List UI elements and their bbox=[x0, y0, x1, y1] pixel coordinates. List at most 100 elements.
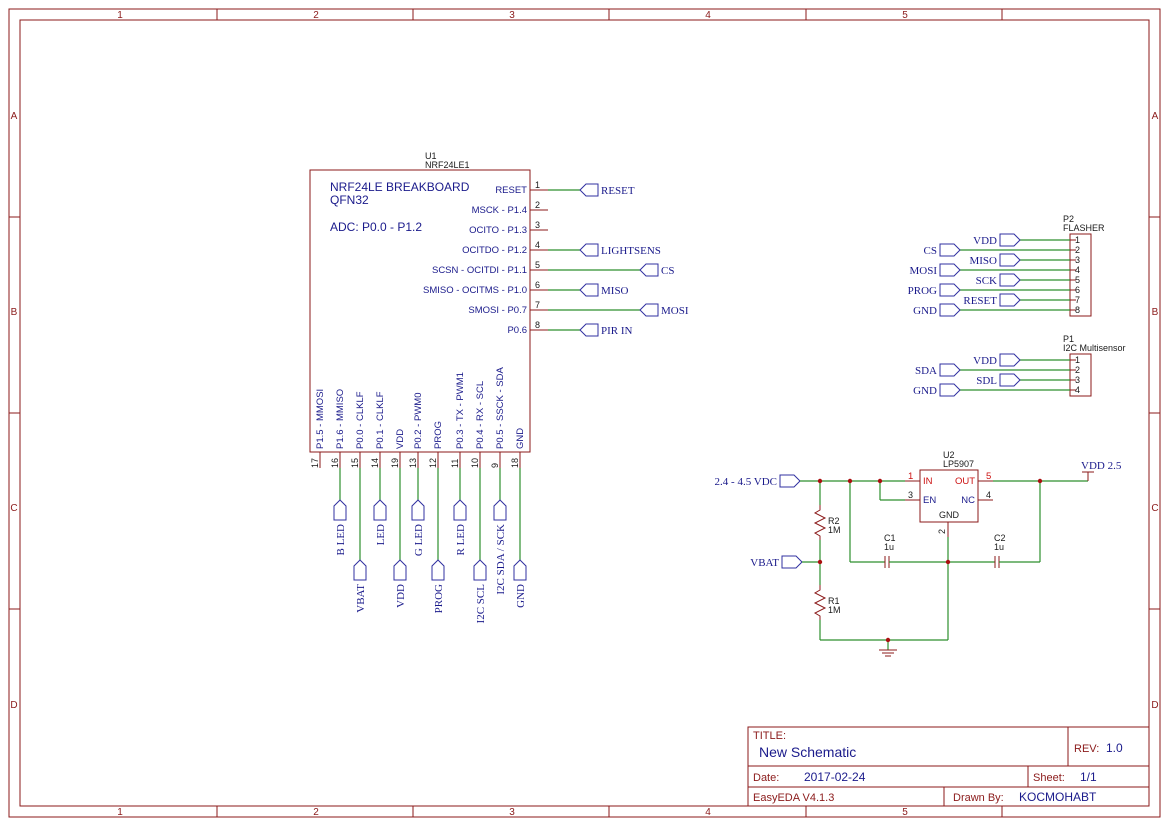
u2-num-nc: 4 bbox=[986, 490, 991, 500]
vdd-out-label: VDD 2.5 bbox=[1081, 460, 1122, 472]
net-label: VDD bbox=[395, 584, 407, 608]
ground-icon bbox=[879, 649, 897, 657]
u2-ref: U2 bbox=[943, 450, 955, 460]
r1-value: 1M bbox=[828, 605, 841, 615]
u1-component[interactable]: U1 NRF24LE1 NRF24LE BREAKBOARD QFN32 ADC… bbox=[309, 151, 548, 468]
net-flag[interactable] bbox=[999, 233, 1021, 247]
u2-body[interactable] bbox=[919, 469, 979, 523]
p1-body[interactable] bbox=[1069, 353, 1092, 397]
connector-pin-number: 2 bbox=[1075, 365, 1080, 375]
vbat-net-flag[interactable] bbox=[781, 555, 803, 569]
net-flag[interactable] bbox=[473, 559, 487, 581]
p2-body[interactable] bbox=[1069, 233, 1092, 317]
col-label-top: 5 bbox=[902, 10, 908, 21]
u1-pin-name: P0.5 - SSCK - SDA bbox=[495, 367, 506, 449]
u1-pin-name: SCSN - OCITDI - P1.1 bbox=[432, 265, 527, 276]
connector-pin-number: 6 bbox=[1075, 285, 1080, 295]
u2-regulator[interactable]: U2 LP5907 IN EN OUT NC GND 1 3 5 4 2 bbox=[905, 450, 993, 537]
r2-resistor[interactable]: R2 1M bbox=[813, 505, 841, 540]
net-flag[interactable] bbox=[939, 283, 961, 297]
c1-capacitor[interactable]: C1 1u bbox=[884, 533, 896, 568]
net-label: CS bbox=[924, 245, 937, 257]
net-flag[interactable] bbox=[579, 243, 599, 257]
date-value: 2017-02-24 bbox=[804, 770, 866, 784]
c2-capacitor[interactable]: C2 1u bbox=[994, 533, 1006, 568]
u1-pin-number: 16 bbox=[330, 458, 340, 468]
net-label: RESET bbox=[963, 295, 997, 307]
net-flag[interactable] bbox=[999, 253, 1021, 267]
net-flag[interactable] bbox=[333, 499, 347, 521]
net-flag[interactable] bbox=[431, 559, 445, 581]
u1-pin-name: OCITO - P1.3 bbox=[469, 225, 527, 236]
u1-pin-name: P0.2 - PWM0 bbox=[413, 393, 424, 450]
title-block: TITLE: New Schematic REV: 1.0 Date: 2017… bbox=[747, 726, 1150, 807]
net-flag[interactable] bbox=[999, 373, 1021, 387]
u1-pin-number: 9 bbox=[490, 463, 500, 468]
u2-pin-out: OUT bbox=[955, 476, 975, 487]
rev-value: 1.0 bbox=[1106, 741, 1123, 755]
u1-body[interactable] bbox=[309, 169, 531, 453]
net-flag[interactable] bbox=[493, 499, 507, 521]
net-label: MISO bbox=[969, 255, 997, 267]
u1-pin-name: GND bbox=[515, 428, 526, 449]
connector-pin-number: 1 bbox=[1075, 235, 1080, 245]
u1-pin-number: 5 bbox=[535, 260, 540, 270]
u1-pin-number: 3 bbox=[535, 220, 540, 230]
col-label-bottom: 3 bbox=[509, 807, 515, 818]
net-flag[interactable] bbox=[999, 353, 1021, 367]
col-label-top: 2 bbox=[313, 10, 319, 21]
u1-pin-number: 7 bbox=[535, 300, 540, 310]
net-flag[interactable] bbox=[939, 243, 961, 257]
p2-connector[interactable]: P2 FLASHER 1VDD2CS3MISO4MOSI5SCK6PROG7RE… bbox=[908, 214, 1105, 317]
input-net-label: 2.4 - 4.5 VDC bbox=[715, 476, 777, 488]
net-flag[interactable] bbox=[393, 559, 407, 581]
col-label-bottom: 4 bbox=[705, 807, 711, 818]
net-label: R LED bbox=[455, 524, 467, 556]
net-flag[interactable] bbox=[579, 183, 599, 197]
net-flag[interactable] bbox=[999, 273, 1021, 287]
net-label: B LED bbox=[335, 524, 347, 556]
net-flag[interactable] bbox=[939, 263, 961, 277]
net-flag[interactable] bbox=[579, 323, 599, 337]
vbat-net-label: VBAT bbox=[750, 557, 779, 569]
net-flag[interactable] bbox=[639, 303, 659, 317]
u1-pin-number: 19 bbox=[390, 458, 400, 468]
connector-pin-number: 1 bbox=[1075, 355, 1080, 365]
u1-pin-name: RESET bbox=[495, 185, 527, 196]
u1-pin-number: 8 bbox=[535, 320, 540, 330]
net-flag[interactable] bbox=[513, 559, 527, 581]
u1-pin-number: 2 bbox=[535, 200, 540, 210]
col-label-bottom: 1 bbox=[117, 807, 123, 818]
input-net-flag[interactable] bbox=[779, 474, 801, 488]
net-flag[interactable] bbox=[353, 559, 367, 581]
title-label: TITLE: bbox=[753, 730, 786, 742]
net-flag[interactable] bbox=[939, 363, 961, 377]
row-label-right: D bbox=[1151, 700, 1158, 711]
col-label-bottom: 5 bbox=[902, 807, 908, 818]
u1-pin-name: OCITDO - P1.2 bbox=[462, 245, 527, 256]
u1-pin-number: 17 bbox=[310, 458, 320, 468]
net-flag[interactable] bbox=[453, 499, 467, 521]
net-flag[interactable] bbox=[939, 383, 961, 397]
net-label: RESET bbox=[601, 185, 635, 197]
frame-labels: 1 2 3 4 5 1 2 3 4 5 A B C D A B C D bbox=[10, 10, 1158, 818]
r2-ref: R2 bbox=[828, 516, 840, 526]
c2-ref: C2 bbox=[994, 533, 1006, 543]
r1-resistor[interactable]: R1 1M bbox=[813, 585, 841, 620]
c1-ref: C1 bbox=[884, 533, 896, 543]
u1-pin-number: 14 bbox=[370, 458, 380, 468]
net-flag[interactable] bbox=[373, 499, 387, 521]
u2-num-in: 1 bbox=[908, 471, 913, 482]
net-flag[interactable] bbox=[411, 499, 425, 521]
net-flag[interactable] bbox=[939, 303, 961, 317]
connector-pin-number: 3 bbox=[1075, 255, 1080, 265]
net-flag[interactable] bbox=[579, 283, 599, 297]
net-flag[interactable] bbox=[999, 293, 1021, 307]
row-label-left: D bbox=[10, 700, 17, 711]
row-label-left: C bbox=[10, 503, 17, 514]
u1-pin-number: 6 bbox=[535, 280, 540, 290]
p2-value: FLASHER bbox=[1063, 223, 1105, 233]
net-flag[interactable] bbox=[639, 263, 659, 277]
